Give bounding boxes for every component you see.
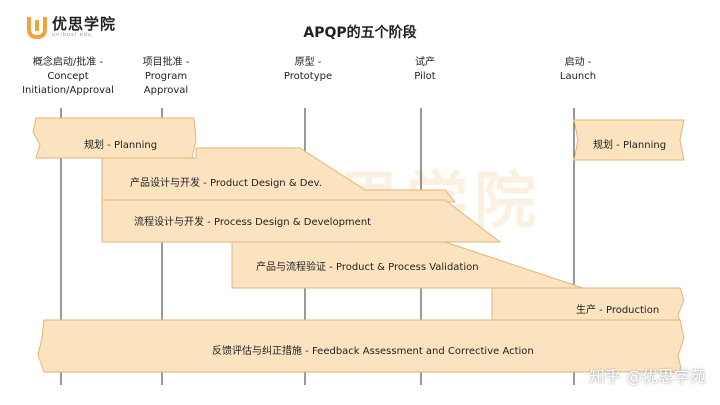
milestone-pilot: 试产 Pilot	[414, 56, 435, 84]
bar-label-planning-right: 规划 - Planning	[593, 140, 667, 151]
logo-name: 优思学院	[52, 14, 117, 33]
milestone-cn: 启动 -	[564, 57, 592, 68]
milestone-launch: 启动 - Launch	[560, 56, 596, 84]
logo-u-icon	[27, 17, 47, 40]
milestone-en-1: Launch	[559, 71, 597, 82]
bar-label-feedback: 反馈评估与纠正措施 - Feedback Assessment and Corr…	[212, 346, 534, 357]
milestone-cn: 概念启动/批准 -	[32, 57, 104, 68]
bar-planning-right	[573, 119, 685, 161]
platform-watermark: 知乎 @优思学苑	[588, 367, 706, 386]
milestone-prototype: 原型 - Prototype	[284, 56, 332, 84]
milestone-concept: 概念启动/批准 - Concept Initiation/Approval	[22, 56, 114, 98]
milestone-en-2: Approval	[143, 85, 189, 96]
bar-label-planning-left: 规划 - Planning	[84, 140, 158, 151]
milestone-en-1: Pilot	[414, 71, 436, 82]
milestone-en-2: Initiation/Approval	[22, 85, 114, 96]
milestone-cn: 项目批准 -	[142, 57, 190, 68]
bar-label-process-design: 流程设计与开发 - Process Design & Development	[134, 217, 372, 228]
milestone-cn: 原型 -	[294, 57, 322, 68]
bar-label-validation: 产品与流程验证 - Product & Process Validation	[256, 262, 479, 273]
bar-process-design	[101, 199, 502, 243]
bar-label-product-design: 产品设计与开发 - Product Design & Dev.	[130, 178, 322, 189]
bar-feedback	[37, 319, 685, 373]
milestone-en-1: Program	[144, 71, 188, 82]
page-title: APQP的五个阶段	[303, 25, 417, 41]
milestone-cn: 试产	[415, 57, 435, 68]
milestone-en-1: Prototype	[283, 71, 333, 82]
logo-subtitle: unibusi edu	[52, 31, 93, 38]
logo: 优思学院 unibusi edu	[26, 14, 116, 40]
bar-label-production: 生产 - Production	[576, 305, 660, 316]
milestone-program-approval: 项目批准 - Program Approval	[143, 56, 190, 98]
milestone-en-1: Concept	[47, 71, 89, 82]
